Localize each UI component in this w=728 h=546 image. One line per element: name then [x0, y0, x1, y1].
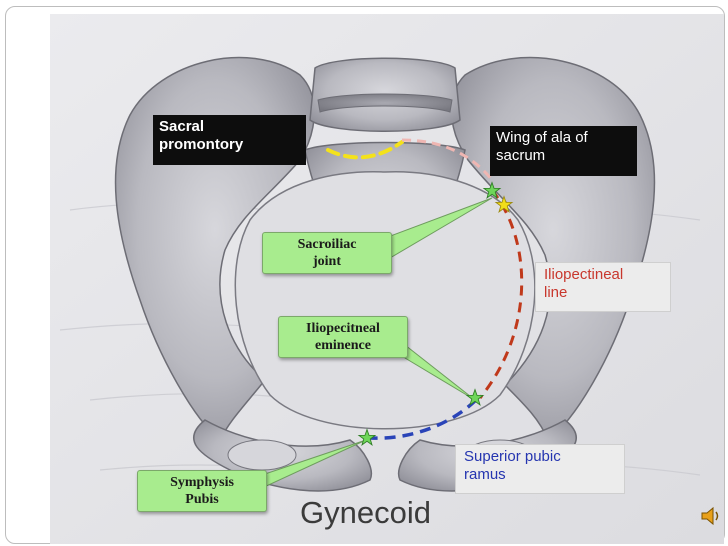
star-icon	[465, 388, 485, 406]
label-superior-pubic-ramus: Superior pubic ramus	[455, 444, 625, 494]
iliopectineal-dash	[478, 189, 524, 399]
star-icon	[482, 181, 502, 199]
label-symphysis-pubis: Symphysis Pubis	[137, 470, 267, 512]
superior-pubic-dash	[369, 398, 478, 440]
label-sacroiliac-joint: Sacroiliac joint	[262, 232, 392, 274]
ala-dash	[401, 138, 494, 181]
speaker-icon[interactable]	[700, 505, 722, 527]
star-icon	[494, 195, 514, 213]
pelvic-inlet	[234, 171, 536, 430]
label-sacral-promontory: Sacral promontory	[153, 115, 306, 165]
label-iliopectineal-line: Iliopectineal line	[535, 262, 671, 312]
star-icon	[357, 428, 377, 446]
sacral-promontory-dash	[326, 140, 404, 160]
diagram-title: Gynecoid	[300, 495, 431, 530]
label-iliopectineal-eminence: Iliopecitneal eminence	[278, 316, 408, 358]
label-wing-of-ala: Wing of ala of sacrum	[490, 126, 637, 176]
